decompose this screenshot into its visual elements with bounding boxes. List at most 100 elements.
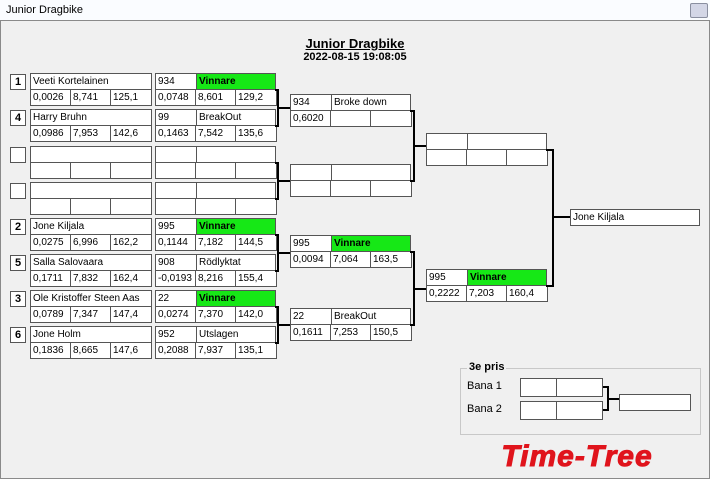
stat-cell[interactable] xyxy=(155,198,196,215)
entry-number[interactable]: 995 xyxy=(426,269,468,286)
racer-stat-cell[interactable]: 0,1836 xyxy=(30,342,71,359)
racer-stat-cell[interactable]: 8,665 xyxy=(70,342,111,359)
entry-number[interactable]: 952 xyxy=(155,326,197,343)
racer-stat-cell[interactable]: 125,1 xyxy=(110,89,152,106)
racer-stat-cell[interactable] xyxy=(70,198,111,215)
stat-cell[interactable]: 0,0748 xyxy=(155,89,196,106)
stat-cell[interactable]: 7,182 xyxy=(195,234,236,251)
racer-name-field[interactable]: Jone Kiljala xyxy=(30,218,152,235)
racer-stat-cell[interactable]: 6,996 xyxy=(70,234,111,251)
racer-stat-cell[interactable]: 0,0789 xyxy=(30,306,71,323)
stat-cell[interactable] xyxy=(155,162,196,179)
third-place-lane2-cell[interactable] xyxy=(556,401,603,420)
third-place-lane1-cell[interactable] xyxy=(556,378,603,397)
stat-cell[interactable]: 7,064 xyxy=(330,251,371,268)
entry-status[interactable] xyxy=(331,164,411,181)
entry-number[interactable] xyxy=(426,133,468,150)
stat-cell[interactable]: 0,2088 xyxy=(155,342,196,359)
racer-name-field[interactable] xyxy=(30,182,152,199)
racer-stat-cell[interactable]: 0,0986 xyxy=(30,125,71,142)
stat-cell[interactable]: 8,601 xyxy=(195,89,236,106)
window-control-button[interactable] xyxy=(690,3,708,18)
racer-name-field[interactable]: Jone Holm xyxy=(30,326,152,343)
racer-stat-cell[interactable]: 162,4 xyxy=(110,270,152,287)
entry-status[interactable]: Vinnare xyxy=(196,290,276,307)
racer-stat-cell[interactable]: 7,953 xyxy=(70,125,111,142)
stat-cell[interactable] xyxy=(370,180,412,197)
racer-name-field[interactable] xyxy=(30,146,152,163)
stat-cell[interactable]: 160,4 xyxy=(506,285,548,302)
racer-name-field[interactable]: Ole Kristoffer Steen Aas xyxy=(30,290,152,307)
stat-cell[interactable]: 7,370 xyxy=(195,306,236,323)
stat-cell[interactable]: 0,2222 xyxy=(426,285,467,302)
racer-stat-cell[interactable] xyxy=(110,162,152,179)
entry-number[interactable]: 22 xyxy=(155,290,197,307)
stat-cell[interactable] xyxy=(426,149,467,166)
entry-status[interactable] xyxy=(467,133,547,150)
racer-stat-cell[interactable]: 162,2 xyxy=(110,234,152,251)
stat-cell[interactable] xyxy=(330,180,371,197)
stat-cell[interactable] xyxy=(506,149,548,166)
entry-number[interactable]: 99 xyxy=(155,109,197,126)
racer-stat-cell[interactable]: 147,6 xyxy=(110,342,152,359)
stat-cell[interactable]: 150,5 xyxy=(370,324,412,341)
stat-cell[interactable]: 163,5 xyxy=(370,251,412,268)
entry-status[interactable] xyxy=(196,182,276,199)
racer-stat-cell[interactable]: 0,0275 xyxy=(30,234,71,251)
stat-cell[interactable] xyxy=(466,149,507,166)
entry-status[interactable]: Vinnare xyxy=(196,218,276,235)
stat-cell[interactable]: 0,1144 xyxy=(155,234,196,251)
stat-cell[interactable]: 0,1463 xyxy=(155,125,196,142)
racer-stat-cell[interactable]: 7,832 xyxy=(70,270,111,287)
stat-cell[interactable]: 0,6020 xyxy=(290,110,331,127)
stat-cell[interactable]: 135,1 xyxy=(235,342,277,359)
stat-cell[interactable]: 8,216 xyxy=(195,270,236,287)
entry-number[interactable] xyxy=(155,146,197,163)
stat-cell[interactable]: 142,0 xyxy=(235,306,277,323)
entry-number[interactable]: 995 xyxy=(155,218,197,235)
stat-cell[interactable]: 7,203 xyxy=(466,285,507,302)
entry-status[interactable]: Vinnare xyxy=(196,73,276,90)
stat-cell[interactable] xyxy=(290,180,331,197)
entry-number[interactable]: 22 xyxy=(290,308,332,325)
stat-cell[interactable]: 155,4 xyxy=(235,270,277,287)
racer-stat-cell[interactable]: 147,4 xyxy=(110,306,152,323)
racer-stat-cell[interactable] xyxy=(70,162,111,179)
racer-stat-cell[interactable] xyxy=(30,198,71,215)
stat-cell[interactable]: 7,253 xyxy=(330,324,371,341)
stat-cell[interactable] xyxy=(195,162,236,179)
stat-cell[interactable] xyxy=(330,110,371,127)
entry-status[interactable] xyxy=(196,146,276,163)
stat-cell[interactable]: -0,0193 xyxy=(155,270,196,287)
stat-cell[interactable]: 7,542 xyxy=(195,125,236,142)
entry-status[interactable]: BreakOut xyxy=(196,109,276,126)
stat-cell[interactable] xyxy=(195,198,236,215)
entry-number[interactable]: 934 xyxy=(155,73,197,90)
entry-number[interactable] xyxy=(155,182,197,199)
stat-cell[interactable]: 7,937 xyxy=(195,342,236,359)
entry-status[interactable]: Broke down xyxy=(331,94,411,111)
entry-status[interactable]: Vinnare xyxy=(467,269,547,286)
entry-number[interactable]: 908 xyxy=(155,254,197,271)
racer-stat-cell[interactable]: 0,0026 xyxy=(30,89,71,106)
third-place-result-cell[interactable] xyxy=(619,394,691,411)
racer-name-field[interactable]: Salla Salovaara xyxy=(30,254,152,271)
stat-cell[interactable]: 129,2 xyxy=(235,89,277,106)
stat-cell[interactable] xyxy=(235,162,277,179)
racer-stat-cell[interactable]: 142,6 xyxy=(110,125,152,142)
racer-name-field[interactable]: Veeti Kortelainen xyxy=(30,73,152,90)
final-winner-field[interactable]: Jone Kiljala xyxy=(570,209,700,226)
stat-cell[interactable]: 0,0094 xyxy=(290,251,331,268)
racer-name-field[interactable]: Harry Bruhn xyxy=(30,109,152,126)
entry-number[interactable]: 995 xyxy=(290,235,332,252)
racer-stat-cell[interactable] xyxy=(110,198,152,215)
entry-status[interactable]: Utslagen xyxy=(196,326,276,343)
stat-cell[interactable]: 0,1611 xyxy=(290,324,331,341)
entry-status[interactable]: BreakOut xyxy=(331,308,411,325)
stat-cell[interactable]: 144,5 xyxy=(235,234,277,251)
racer-stat-cell[interactable]: 8,741 xyxy=(70,89,111,106)
stat-cell[interactable]: 0,0274 xyxy=(155,306,196,323)
entry-status[interactable]: Rödlyktat xyxy=(196,254,276,271)
stat-cell[interactable] xyxy=(235,198,277,215)
stat-cell[interactable]: 135,6 xyxy=(235,125,277,142)
